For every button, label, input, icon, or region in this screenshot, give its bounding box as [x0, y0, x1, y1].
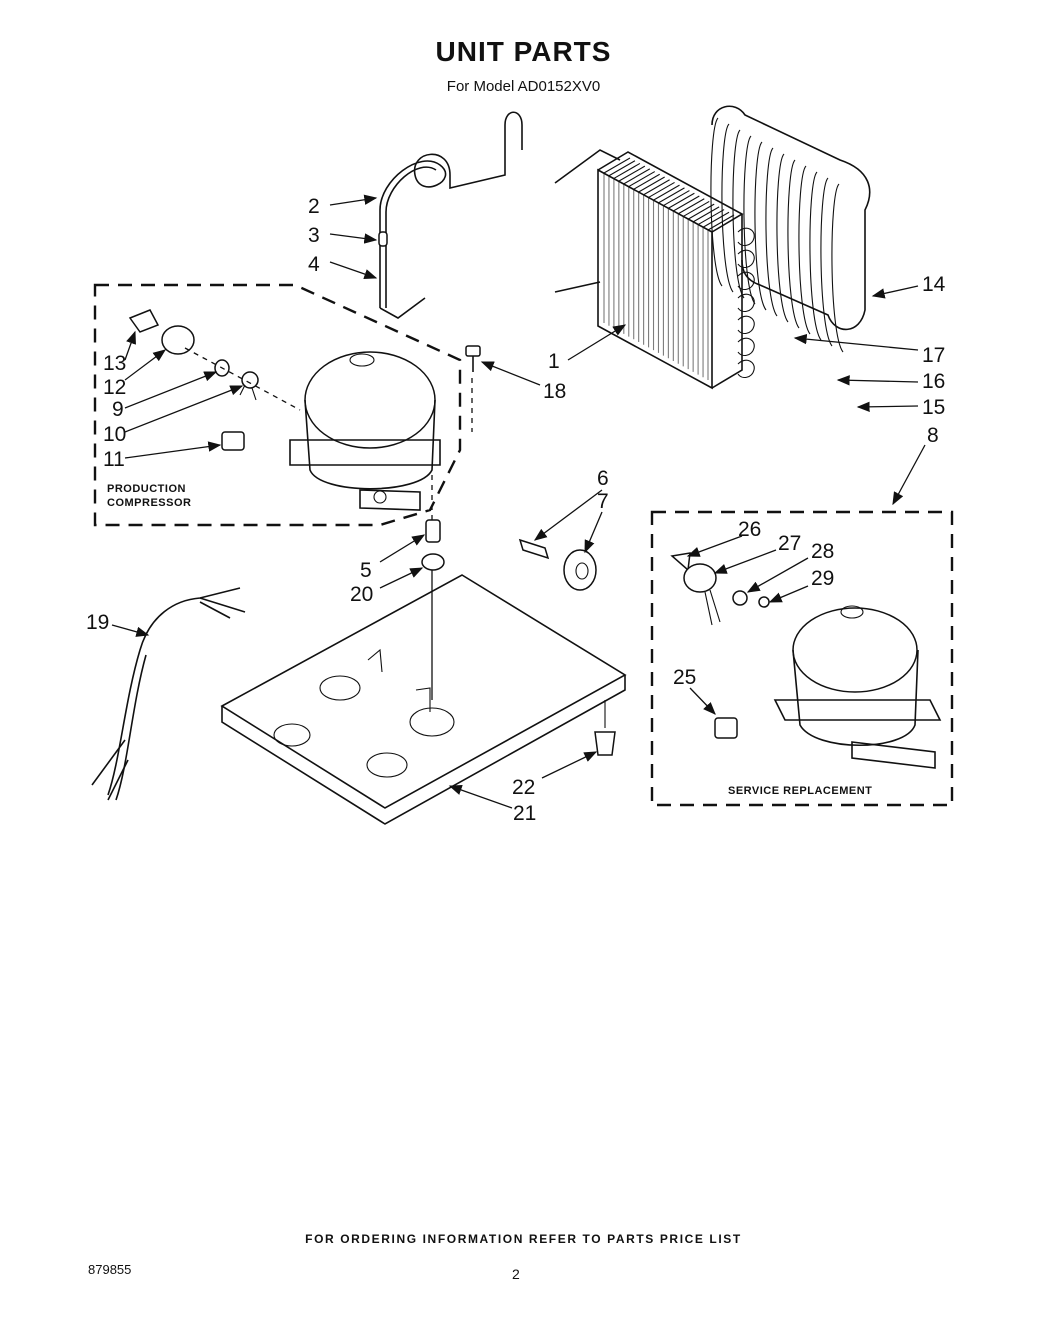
callout-10: 10	[103, 423, 126, 446]
production-compressor	[289, 351, 441, 511]
callout-21: 21	[513, 802, 536, 825]
service-label: SERVICE REPLACEMENT	[728, 785, 872, 797]
bushing-parts	[518, 538, 597, 591]
page-number: 2	[512, 1266, 520, 1282]
callout-20: 20	[350, 583, 373, 606]
callout-25: 25	[673, 666, 696, 689]
production-label-line2: COMPRESSOR	[107, 497, 191, 509]
ordering-note: FOR ORDERING INFORMATION REFER TO PARTS …	[305, 1232, 742, 1246]
relay-overload-parts	[128, 309, 301, 451]
callout-9: 9	[112, 398, 124, 421]
condenser	[554, 105, 871, 390]
model-subtitle: For Model AD0152XV0	[446, 78, 601, 95]
callout-5: 5	[360, 559, 372, 582]
callout-6: 6	[597, 467, 609, 490]
production-label-line1: PRODUCTION	[107, 483, 186, 495]
callout-8: 8	[927, 424, 939, 447]
page-title: UNIT PARTS	[435, 36, 612, 67]
wire-harness	[91, 587, 246, 801]
callout-18: 18	[543, 380, 566, 403]
base-pan	[220, 574, 627, 825]
callout-2: 2	[308, 195, 320, 218]
drier-part	[378, 231, 388, 247]
screw-part	[465, 345, 481, 432]
callout-4: 4	[308, 253, 320, 276]
callout-19: 19	[86, 611, 109, 634]
callout-29: 29	[811, 567, 834, 590]
callout-13: 13	[103, 352, 126, 375]
document-number: 879855	[88, 1262, 132, 1277]
callout-11: 11	[103, 448, 125, 471]
callout-14: 14	[922, 273, 946, 296]
foot-part	[594, 700, 616, 756]
callout-numbers: 1 2 3 4 5 6 7 8 9 10 11 12 13 14 15 16 1…	[86, 195, 946, 825]
grommet-parts	[421, 475, 445, 700]
callout-1: 1	[548, 350, 560, 373]
callout-15: 15	[922, 396, 945, 419]
callout-22: 22	[512, 776, 535, 799]
callout-27: 27	[778, 532, 801, 555]
callout-26: 26	[738, 518, 761, 541]
production-compressor-box: PRODUCTION COMPRESSOR	[93, 283, 462, 527]
callout-leaders	[111, 194, 926, 809]
callout-12: 12	[103, 376, 126, 399]
service-replacement-box: SERVICE REPLACEMENT	[650, 510, 954, 807]
callout-16: 16	[922, 370, 945, 393]
callout-17: 17	[922, 344, 945, 367]
callout-7: 7	[597, 490, 609, 513]
callout-3: 3	[308, 224, 320, 247]
capillary-tube	[378, 111, 523, 319]
callout-28: 28	[811, 540, 834, 563]
